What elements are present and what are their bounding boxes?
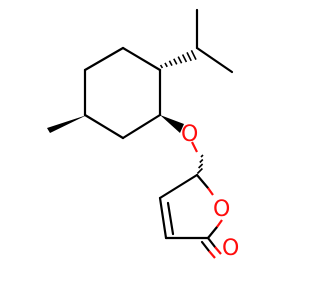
bond-c4-c5 <box>83 113 125 140</box>
bond-c2-co <box>206 236 217 249</box>
bond-c4-c3 <box>158 196 168 240</box>
cyclohexane-ring <box>83 46 162 140</box>
bond-isopropyl-methyl-b <box>195 46 234 74</box>
bond-c3-c4 <box>121 113 162 140</box>
bond-c1-c2 <box>121 46 162 72</box>
molecule-diagram: O O O <box>47 8 239 261</box>
bond-c2-o1 <box>206 225 219 240</box>
bond-c4-c3-double <box>166 201 175 236</box>
bond-c5-c4 <box>158 173 199 200</box>
isopropyl-group <box>159 8 234 74</box>
atom-label-ring-oxygen: O <box>213 197 230 222</box>
furanone-ring <box>158 173 223 259</box>
structure-canvas: O O O <box>47 8 239 261</box>
bond-co-double-red <box>208 250 216 259</box>
bond-ether-o-red <box>191 141 198 153</box>
bond-co-red <box>214 246 222 255</box>
bond-c5-o1 <box>195 173 210 190</box>
atom-label-carbonyl-oxygen: O <box>222 236 239 261</box>
bond-o1-c2-red <box>216 219 223 228</box>
bond-c5-o1-red <box>207 187 214 196</box>
hashed-bond-isopropyl <box>159 49 197 69</box>
atom-label-ether-oxygen: O <box>181 122 198 147</box>
bond-c6-c1 <box>83 46 125 72</box>
wedge-bond-methyl <box>47 115 87 133</box>
wedge-bond-ether <box>160 115 184 133</box>
bond-c2-co-double <box>200 240 211 253</box>
hashed-bond-c5 <box>196 154 204 175</box>
